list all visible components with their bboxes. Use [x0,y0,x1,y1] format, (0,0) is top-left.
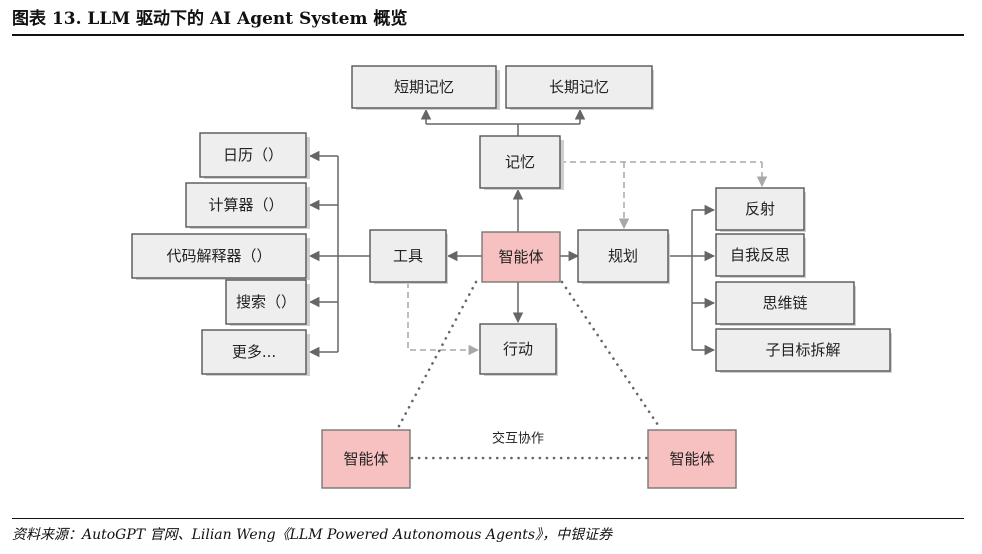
source-rule [12,518,964,519]
memory-node: 记忆 [479,135,564,190]
more-tools-label: 更多... [232,343,276,361]
planning-to-list-edges [668,204,716,356]
memory-split-edges [420,108,586,136]
main-agent-node: 智能体 [481,231,561,283]
memory-label: 记忆 [505,153,535,171]
figure-source: 资料来源：AutoGPT 官网、Lilian Weng《LLM Powered … [12,527,613,543]
code-interpreter-node: 代码解释器（） [131,233,310,280]
tools-to-action-dashed-edge [407,282,480,356]
title-rule [12,34,964,36]
self-critics-node: 自我反思 [715,233,806,278]
right-agent-label: 智能体 [669,450,714,468]
tools-to-list-edges [308,150,370,358]
planning-label: 规划 [608,247,638,265]
calculator-label: 计算器（） [208,196,283,214]
self-critics-label: 自我反思 [730,246,790,264]
tools-node: 工具 [369,229,448,284]
calculator-node: 计算器（） [185,182,310,229]
subgoal-decomposition-label: 子目标拆解 [765,341,840,359]
long-term-memory-node: 长期记忆 [505,65,654,110]
action-node: 行动 [479,323,558,376]
action-label: 行动 [503,340,533,358]
interaction-label: 交互协作 [492,431,544,447]
calendar-node: 日历（） [199,132,310,179]
left-agent-node: 智能体 [321,429,411,489]
short-term-memory-label: 短期记忆 [394,78,454,96]
short-term-memory-node: 短期记忆 [351,65,500,110]
left-agent-label: 智能体 [343,450,388,468]
tools-label: 工具 [393,247,423,265]
reflection-label: 反射 [745,200,775,218]
reflection-node: 反射 [715,187,806,232]
more-tools-node: 更多... [201,329,310,376]
code-interpreter-label: 代码解释器（） [166,247,271,265]
long-term-memory-label: 长期记忆 [549,78,609,96]
memory-to-planning-dashed-edge [560,161,768,230]
planning-node: 规划 [577,229,670,284]
figure-title: 图表 13. LLM 驱动下的 AI Agent System 概览 [12,9,408,29]
chain-of-thought-node: 思维链 [715,281,856,326]
search-label: 搜索（） [236,293,296,311]
right-agent-node: 智能体 [647,429,737,489]
calendar-label: 日历（） [223,146,283,164]
chain-of-thought-label: 思维链 [762,294,807,312]
subgoal-decomposition-node: 子目标拆解 [715,328,892,373]
search-node: 搜索（） [225,279,310,326]
main-agent-label: 智能体 [498,248,543,266]
agent-collaboration-dotted-edges [396,280,662,460]
